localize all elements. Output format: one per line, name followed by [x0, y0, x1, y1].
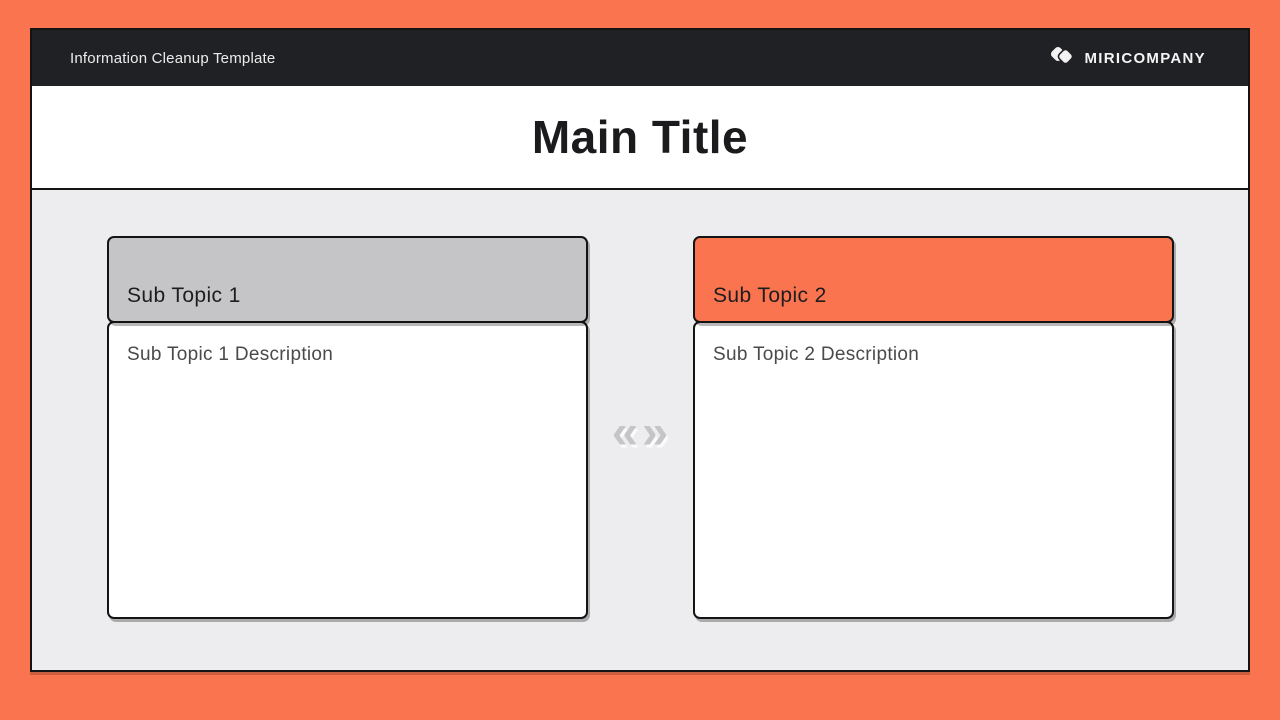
next-chevron-icon[interactable]: »: [642, 405, 669, 458]
card-pager: « »: [32, 408, 1248, 455]
page-title: Main Title: [531, 111, 749, 163]
title-band: Main Title: [32, 86, 1248, 190]
subtopic-2-title: Sub Topic 2: [713, 284, 827, 307]
subtopic-1-description: Sub Topic 1 Description: [127, 344, 334, 365]
overlapping-cards-icon: [1049, 44, 1076, 72]
subtopic-2-description: Sub Topic 2 Description: [713, 344, 920, 365]
subtopic-2-body[interactable]: Sub Topic 2 Description: [693, 321, 1174, 619]
brand-name-label: MIRICOMPANY: [1084, 49, 1206, 67]
slide-canvas: Information Cleanup Template MIRICOMPANY…: [30, 28, 1250, 672]
subtopic-1-title: Sub Topic 1: [127, 284, 241, 307]
subtopic-card-1: Sub Topic 1 Sub Topic 1 Description: [107, 236, 588, 619]
previous-chevron-icon[interactable]: «: [611, 405, 638, 458]
subtopic-1-header[interactable]: Sub Topic 1: [107, 236, 588, 323]
slide-content: Sub Topic 1 Sub Topic 1 Description « » …: [32, 190, 1248, 668]
brand-logo: MIRICOMPANY: [1049, 44, 1206, 72]
subtopic-card-2: Sub Topic 2 Sub Topic 2 Description: [693, 236, 1174, 619]
subtopic-1-body[interactable]: Sub Topic 1 Description: [107, 321, 588, 619]
subtopic-2-header[interactable]: Sub Topic 2: [693, 236, 1174, 323]
template-name-label: Information Cleanup Template: [70, 49, 276, 67]
top-bar: Information Cleanup Template MIRICOMPANY: [32, 30, 1248, 86]
